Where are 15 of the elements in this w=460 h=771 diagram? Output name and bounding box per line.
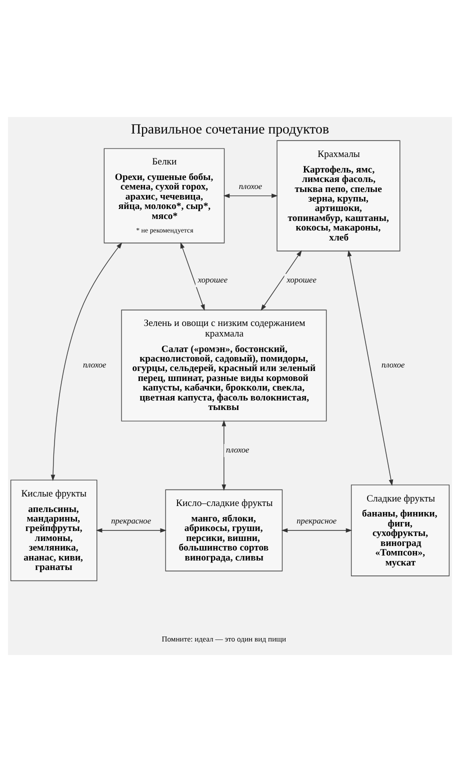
node-box: Крахмалы Картофель, ямс, лимская фасоль, тыква пепо, спелые зерна, крупы, артишоки, топинамбур, каштаны, кокосы, макароны, хлеб: [276, 140, 400, 251]
caption: Помните: идеал — это один вид пищи: [162, 634, 286, 644]
node-box: Кислые фрукты апельсины, мандарины, грейпфруты, лимоны, земляника, ананас, киви, гранаты: [10, 479, 98, 581]
arrow: [222, 420, 226, 490]
arrow: [260, 250, 302, 310]
node-box: Зелень и овощи с низким содержанием крахмала Салат («ромэн», бостонский, краснолистовой, садовый), помидоры, огурцы, сельдерей, красный или зеленый перец, шпинат, разные виды кормовой капусты, кабачки, брокколи, свекла, цветная капуста, фасоль волокнистая, тыквы: [121, 309, 327, 421]
arrow: [96, 528, 166, 532]
arrow: [180, 242, 205, 310]
arrow: [281, 528, 352, 532]
arrow: [347, 250, 394, 486]
arrow: [223, 193, 278, 198]
arrow: [50, 242, 122, 480]
node-box: Сладкие фрукты бананы, финики, фиги, сухофрукты, виноград «Томпсон», мускат: [350, 484, 450, 576]
diagram-title: Правильное сочетание продуктов: [130, 122, 330, 138]
node-box: Кисло–сладкие фрукты манго, яблоки, абрикосы, груши, персики, вишни, большинство сортов винограда, сливы: [165, 488, 283, 571]
